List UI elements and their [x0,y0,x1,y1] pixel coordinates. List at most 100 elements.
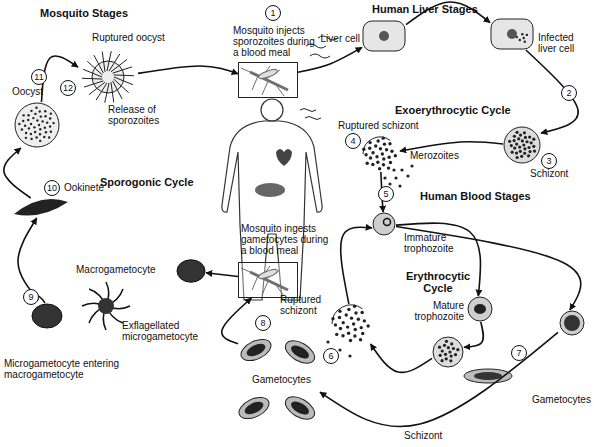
callout-number: 10 [44,180,60,196]
macrogamete [177,260,205,282]
ring-form [384,219,391,226]
parasite-dot [532,145,535,148]
parasite-dot [30,123,32,125]
callout-number: 4 [345,133,361,149]
stage-label: Ruptured schizont [338,120,438,131]
sporozoite [102,52,105,72]
parasite-dot [382,157,385,160]
stage-label: Mosquito injects sporozoites during a bl… [233,25,322,58]
parasite-dot [379,147,382,150]
stage-label: Liver cell [308,33,360,44]
callout-number: 9 [23,289,39,305]
section-heading: Erythrocytic Cycle [398,270,478,294]
parasite-dot [32,117,34,119]
parasite-dot [524,40,526,42]
cell-outline [558,310,586,336]
parasite-dot [443,344,446,347]
stage-cell: Schizont [432,336,464,368]
stage-cell: Liver cell [362,20,406,52]
cell-outline [490,18,534,50]
cycle-arrow [222,298,252,344]
stage-label: Mosquito ingests gametocytes during a bl… [241,223,330,256]
trophozoite [474,304,486,314]
callout-number: 12 [60,80,76,96]
human-body [222,121,322,300]
stage-label: Schizont [404,430,464,441]
parasite-dot [449,359,452,362]
parasite-dot [353,334,356,337]
sporozoite [111,82,114,102]
cell-outline [362,20,406,52]
stage-label: Infected liver cell [538,32,592,54]
cycle-arrow [320,332,558,426]
cycle-arrow [400,142,503,151]
stage-cell: Ruptured oocystRelease of sporozoites [78,52,138,102]
stage-label: Schizont [530,168,590,179]
parasite-dot [354,311,357,314]
parasite-dot [439,354,442,357]
parasite-dot [48,136,50,138]
parasite-dot [49,117,51,119]
macrogamete [32,304,62,328]
parasite-dot [350,316,353,319]
parasite-dot [359,338,362,341]
parasite-dot [527,146,530,149]
parasite-dot [533,150,536,153]
parasite-dot [523,152,526,155]
section-heading: Sporogonic Cycle [100,176,210,188]
parasite-dot [25,132,27,134]
parasite-dot [527,154,530,157]
parasite-dot [363,319,366,322]
section-heading: Mosquito Stages [40,7,160,19]
stage-cell: Ruptured schizont [360,136,400,172]
gametocyte [564,315,580,331]
stage-cell: Ookinete [12,198,70,218]
oocyst-wall [15,103,59,147]
cell-outline [12,198,70,218]
parasite-dot [357,318,360,321]
cycle-arrow [4,148,31,198]
parasite-dot [34,113,36,115]
parasite-dot [445,340,448,343]
parasite-dot [33,126,35,128]
parasite-dot [50,112,52,114]
cell-outline [360,136,400,172]
parasite-dot [360,311,363,314]
parasite-dot [387,166,390,169]
mosquito-box: Mosquito injects sporozoites during a bl… [238,62,298,98]
callout-number: 11 [31,69,47,85]
stage-label: Oocyst [12,86,62,97]
parasite-dot [366,324,369,327]
parasite-dot [530,141,533,144]
burst-membrane [363,137,390,154]
parasite-dot [39,128,41,130]
stage-label: Microgametocyte entering macrogametocyte [4,358,174,380]
parasite-dot [35,107,37,109]
parasite-dot [382,163,385,166]
parasite-dot [513,135,516,138]
section-heading: Human Liver Stages [372,3,512,15]
parasite-dot [338,310,341,313]
parasite-dot [381,136,384,139]
parasite-dot [41,120,43,122]
gametocyte-cell [282,336,319,368]
parasite-dot [49,125,51,127]
stage-cell: Immature trophozoite [372,212,396,236]
parasite-dot [50,131,52,133]
cycle-arrow [18,218,38,300]
parasite-dot [22,114,24,116]
parasite-dot [39,133,41,135]
parasite-dot [346,325,349,328]
parasite-dot [27,119,29,121]
stage-cell: Gametocytes [558,310,586,336]
parasite-dot [39,140,41,142]
parasite-dot [38,124,40,126]
parasite-dot [361,332,364,335]
gametocyte-core [243,399,265,417]
parasite-dot [454,353,457,356]
parasite-dot [447,346,450,349]
callout-number: 3 [541,153,557,169]
parasite-dot [522,143,525,146]
parasite-dot [524,136,527,139]
